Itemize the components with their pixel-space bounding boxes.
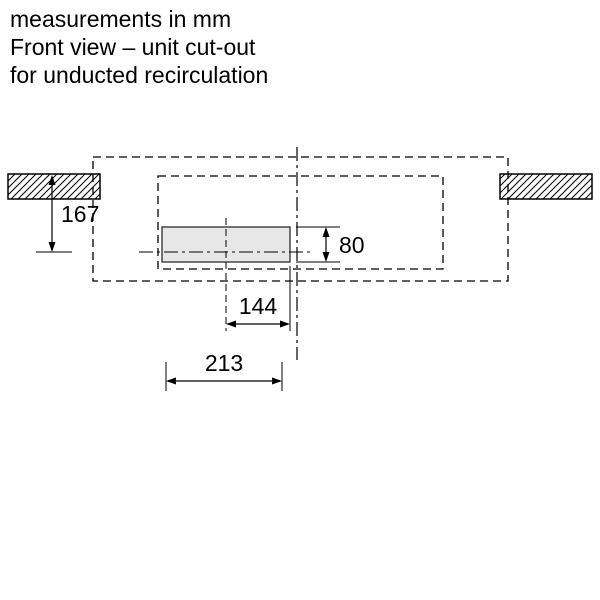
dimension-144-arrow-right [280, 320, 290, 328]
dimension-80-arrow-up [322, 227, 330, 237]
diagram-title: measurements in mm Front view – unit cut… [10, 5, 268, 89]
dimension-144-arrow-left [226, 320, 236, 328]
dimension-167-arrow-down [48, 242, 56, 252]
dimension-144: 144 [226, 266, 291, 331]
dimension-167-arrow-up [48, 175, 56, 185]
worktop-cross-section-left [7, 173, 101, 200]
dimension-80-arrow-down [322, 252, 330, 262]
title-line-3: for unducted recirculation [10, 62, 269, 88]
dimension-80-label: 80 [339, 232, 365, 258]
dimension-167: 167 [36, 175, 99, 253]
worktop-right-hatch [499, 173, 593, 200]
dimension-80: 80 [296, 226, 365, 263]
dimension-167-label: 167 [61, 201, 99, 227]
title-line-1: measurements in mm [10, 6, 232, 32]
dimension-213-arrow-right [272, 377, 282, 385]
dimension-213: 213 [165, 350, 283, 391]
appliance-inner-outline [157, 175, 444, 270]
dimension-213-arrow-left [166, 377, 176, 385]
dimension-213-label: 213 [205, 350, 243, 376]
appliance-outer-outline [92, 156, 509, 282]
worktop-cross-section-right [499, 173, 593, 200]
worktop-left-hatch [7, 173, 101, 200]
title-line-2: Front view – unit cut-out [10, 34, 256, 60]
dimension-144-label: 144 [239, 293, 278, 319]
